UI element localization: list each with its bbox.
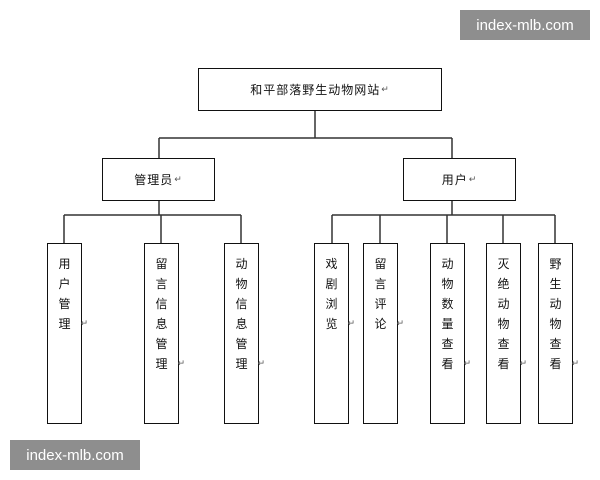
group-node-user: 用户↵: [403, 158, 516, 201]
leaf-node-char: 看: [549, 357, 562, 371]
group-node-admin: 管理员↵: [102, 158, 215, 201]
return-mark: ↵: [257, 359, 265, 369]
leaf-node-char: 览: [325, 317, 338, 331]
leaf-node-char: 留: [155, 257, 168, 271]
root-node: 和平部落野生动物网站↵: [198, 68, 442, 111]
leaf-node-char: 息: [155, 317, 168, 331]
group-node-user-label: 用户: [441, 173, 468, 187]
leaf-node: 动物数量查看 ↵: [430, 243, 471, 424]
return-mark: ↵: [347, 319, 355, 329]
return-mark: ↵: [396, 319, 404, 329]
return-mark: ↵: [468, 174, 478, 185]
leaf-node-char: 物: [549, 317, 562, 331]
return-mark: ↵: [80, 319, 88, 329]
return-mark: ↵: [571, 359, 579, 369]
leaf-node-char: 动: [441, 257, 454, 271]
leaf-node-char: 信: [155, 297, 168, 311]
leaf-node-char: 留: [374, 257, 387, 271]
leaf-node-char: 管: [58, 297, 71, 311]
leaf-node-char: 浏: [325, 297, 338, 311]
leaf-node-char: 看: [441, 357, 454, 371]
return-mark: ↵: [519, 359, 527, 369]
leaf-node-char: 评: [374, 297, 387, 311]
leaf-node-char: 生: [549, 277, 562, 291]
leaf-node-char: 查: [549, 337, 562, 351]
leaf-node-char: 管: [155, 337, 168, 351]
group-node-admin-label: 管理员: [134, 173, 174, 187]
leaf-node: 野生动物查看 ↵: [538, 243, 579, 424]
leaf-node-char: 查: [497, 337, 510, 351]
leaf-node-char: 理: [58, 317, 71, 331]
leaf-node-char: 言: [155, 277, 168, 291]
watermark-bottom: index-mlb.com: [10, 440, 140, 470]
leaf-node: 灭绝动物查看 ↵: [486, 243, 527, 424]
leaf-node-char: 管: [235, 337, 248, 351]
leaf-node-char: 动: [235, 257, 248, 271]
leaf-node-char: 动: [497, 297, 510, 311]
leaf-node-char: 理: [235, 357, 248, 371]
return-mark: ↵: [174, 174, 183, 185]
watermark-top: index-mlb.com: [460, 10, 590, 40]
root-node-label: 和平部落野生动物网站: [250, 83, 381, 97]
return-mark: ↵: [463, 359, 471, 369]
leaf-node-char: 信: [235, 297, 248, 311]
leaf-node-char: 理: [155, 357, 168, 371]
leaf-node-char: 用: [58, 257, 71, 271]
leaf-node-char: 论: [374, 317, 387, 331]
leaf-node-char: 户: [58, 277, 71, 291]
leaf-node-char: 野: [549, 257, 562, 271]
leaf-node: 用户管理 ↵: [47, 243, 88, 424]
leaf-node-char: 绝: [497, 277, 510, 291]
leaf-node-char: 灭: [497, 257, 510, 271]
leaf-node: 留言信息管理 ↵: [144, 243, 185, 424]
leaf-node-char: 物: [497, 317, 510, 331]
leaf-node-char: 物: [441, 277, 454, 291]
leaf-node: 戏剧浏览 ↵: [314, 243, 355, 424]
leaf-node: 留言评论 ↵: [363, 243, 404, 424]
leaf-node-char: 剧: [325, 277, 338, 291]
leaf-node-char: 查: [441, 337, 454, 351]
leaf-node-char: 动: [549, 297, 562, 311]
leaf-node-char: 物: [235, 277, 248, 291]
return-mark: ↵: [381, 84, 390, 95]
leaf-node-char: 言: [374, 277, 387, 291]
leaf-node-char: 量: [441, 317, 454, 331]
leaf-node-char: 数: [441, 297, 454, 311]
leaf-node-char: 戏: [325, 257, 338, 271]
leaf-node-char: 息: [235, 317, 248, 331]
leaf-node: 动物信息管理 ↵: [224, 243, 265, 424]
return-mark: ↵: [177, 359, 185, 369]
leaf-node-char: 看: [497, 357, 510, 371]
